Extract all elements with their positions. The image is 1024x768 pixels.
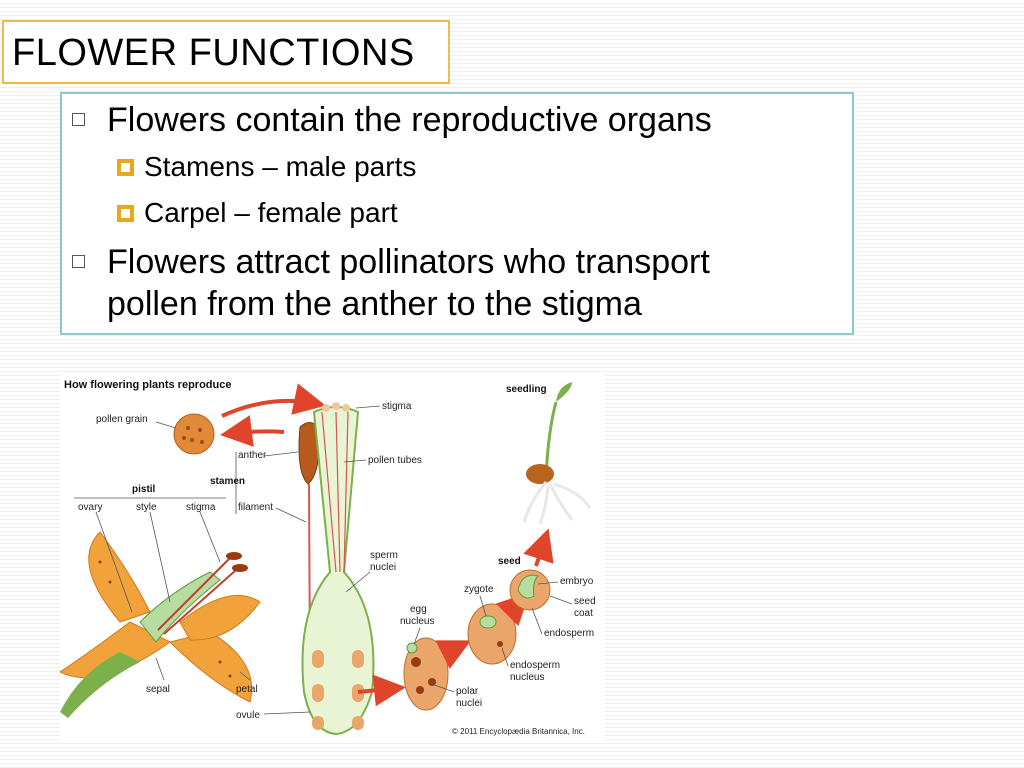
label-embryo: embryo — [560, 576, 594, 587]
seed-icon — [509, 569, 551, 611]
label-ovule: ovule — [236, 710, 260, 721]
label-endosperm-nucleus-1: endosperm — [510, 660, 560, 671]
ovule-icon — [403, 637, 449, 711]
label-sepal: sepal — [146, 684, 170, 695]
figure-heading: How flowering plants reproduce — [64, 379, 231, 391]
label-polar-nuclei-1: polar — [456, 686, 479, 697]
zygote-ovule-icon — [467, 603, 517, 665]
bullet-1-text: Flowers contain the reproductive organs — [107, 101, 712, 139]
label-seed: seed — [498, 556, 521, 567]
arrow-to-seedling-icon — [523, 528, 554, 567]
bullet-2-text-line1: Flowers attract pollinators who transpor… — [107, 243, 710, 281]
content-box: Flowers contain the reproductive organs … — [60, 92, 854, 335]
label-stigma: stigma — [186, 502, 216, 513]
copyright-notice: © 2011 Encyclopædia Britannica, Inc. — [452, 727, 585, 736]
label-polar-nuclei-2: nuclei — [456, 698, 482, 709]
label-seed-coat-1: seed — [574, 596, 596, 607]
title-box: FLOWER FUNCTIONS — [2, 20, 450, 84]
label-stigma-top: stigma — [382, 401, 412, 412]
label-zygote: zygote — [464, 584, 494, 595]
label-endosperm: endosperm — [544, 628, 594, 639]
label-sperm-nuclei-1: sperm — [370, 550, 398, 561]
label-endosperm-nucleus-2: nucleus — [510, 672, 544, 683]
arrow-to-pollen-icon — [220, 415, 285, 447]
label-seed-coat-2: coat — [574, 608, 593, 619]
pistil-icon — [301, 402, 375, 736]
label-pistil: pistil — [132, 484, 156, 495]
flower-reproduction-figure: How flowering plants reproduce pollen gr… — [60, 372, 605, 740]
label-egg-nucleus-1: egg — [410, 604, 427, 615]
hollow-square-bullet-icon — [72, 113, 85, 126]
hollow-square-bullet-icon — [72, 255, 85, 268]
label-ovary: ovary — [78, 502, 102, 513]
arrow-to-stigma-icon — [221, 383, 326, 418]
arrow-to-zygote-icon — [435, 640, 472, 670]
arrow-to-ovule-icon — [357, 674, 406, 707]
label-seedling: seedling — [506, 384, 547, 395]
figure-svg: How flowering plants reproduce pollen gr… — [60, 379, 596, 736]
label-petal: petal — [236, 684, 258, 695]
label-filament: filament — [238, 502, 273, 513]
label-stamen: stamen — [210, 476, 245, 487]
square-bullet-icon — [117, 159, 134, 176]
square-bullet-icon — [117, 205, 134, 222]
label-egg-nucleus-2: nucleus — [400, 616, 434, 627]
bullet-2-text-line2: pollen from the anther to the stigma — [107, 285, 642, 323]
label-anther: anther — [238, 450, 267, 461]
label-pollen-tubes: pollen tubes — [368, 455, 422, 466]
pollen-grain-icon — [173, 413, 215, 455]
label-pollen-grain: pollen grain — [96, 414, 148, 425]
seedling-icon — [522, 382, 592, 525]
lily-flower-icon — [60, 531, 261, 718]
sub-bullet-2-text: Carpel – female part — [144, 197, 398, 228]
slide-title: FLOWER FUNCTIONS — [12, 32, 415, 74]
sub-bullet-1-text: Stamens – male parts — [144, 151, 417, 182]
label-style: style — [136, 502, 157, 513]
label-sperm-nuclei-2: nuclei — [370, 562, 396, 573]
